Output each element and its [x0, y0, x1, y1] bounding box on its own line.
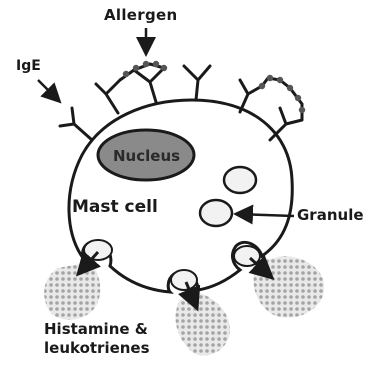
ige-label: IgE — [16, 58, 41, 74]
ige-antibody-2 — [96, 80, 120, 113]
allergen-label: Allergen — [104, 6, 177, 24]
nucleus-label: Nucleus — [113, 147, 180, 165]
granule-shape-upper — [224, 167, 256, 193]
granule-label: Granule — [297, 206, 364, 224]
mediator-label-line1: Histamine & — [44, 320, 150, 339]
exocytosis-pocket-left — [84, 240, 112, 260]
mediator-label-line2: leukotrienes — [44, 339, 150, 358]
ige-antibody-4 — [184, 66, 210, 100]
ige-antibody-6 — [270, 108, 302, 140]
ige-antibody-5 — [240, 80, 262, 112]
granule-shape-lower — [200, 200, 232, 226]
ige-antibody-3 — [134, 68, 164, 102]
mediator-cloud-right — [254, 256, 325, 318]
mast-cell-label: Mast cell — [72, 197, 158, 217]
ige-antibody-1 — [60, 108, 92, 140]
exocytosis-pocket-bottom — [171, 270, 197, 290]
mediator-label: Histamine & leukotrienes — [44, 320, 150, 358]
ige-pointer — [38, 80, 58, 100]
mediator-cloud-bottom — [176, 292, 230, 356]
mediator-cloud-left — [44, 262, 100, 320]
